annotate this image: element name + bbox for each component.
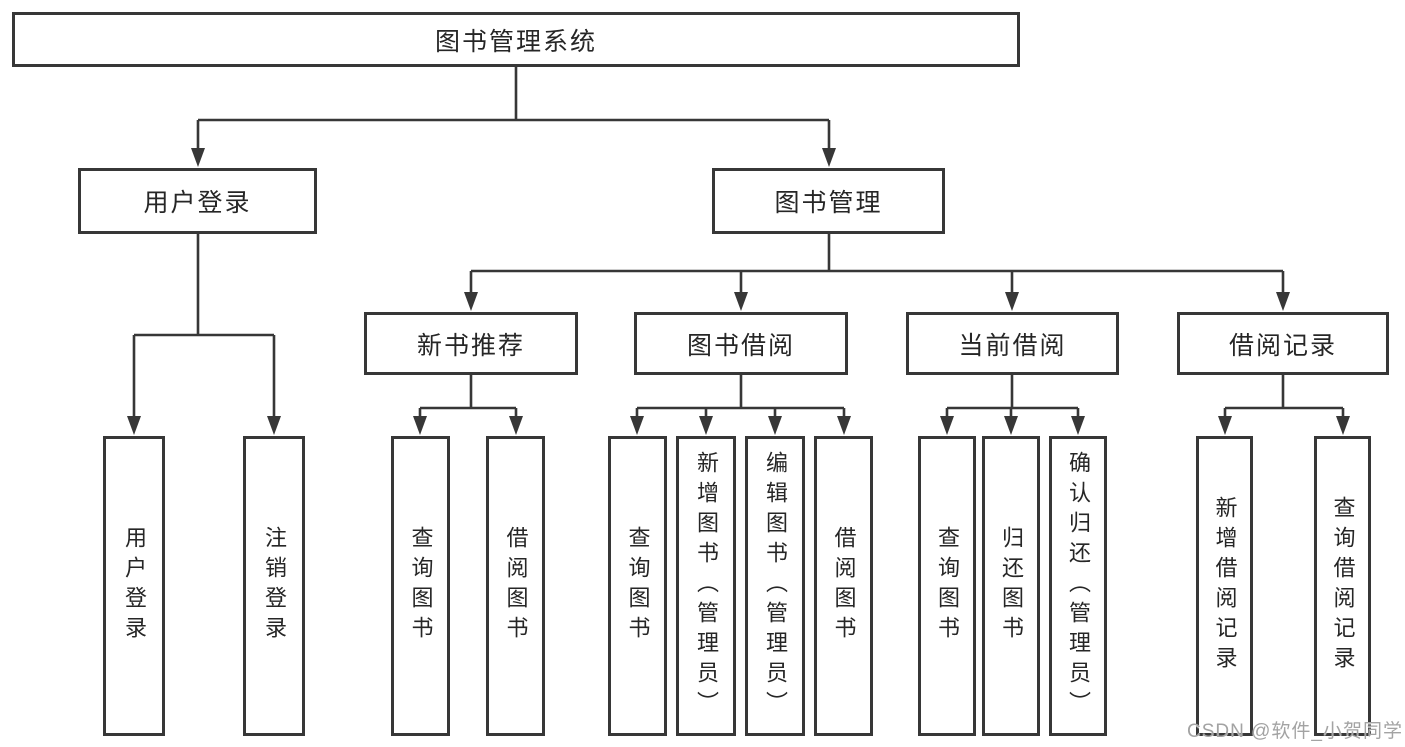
node-root-label: 图书管理系统 bbox=[434, 27, 597, 56]
leaf-borrow-query-books-label: 查询图书 bbox=[625, 526, 651, 646]
node-current-borrow: 当前借阅 bbox=[906, 312, 1119, 375]
node-book-borrow-label: 图书借阅 bbox=[686, 331, 795, 360]
leaf-records-query-record-label: 查询借阅记录 bbox=[1330, 496, 1356, 676]
leaf-current-query-books-label: 查询图书 bbox=[935, 526, 960, 646]
leaf-newbook-query-books-label: 查询图书 bbox=[408, 526, 434, 646]
leaf-records-add-record-label: 新增借阅记录 bbox=[1212, 496, 1238, 676]
leaf-borrow-borrow-books-label: 借阅图书 bbox=[831, 526, 857, 646]
leaf-records-add-record: 新增借阅记录 bbox=[1196, 436, 1253, 736]
leaf-current-query-books: 查询图书 bbox=[918, 436, 976, 736]
leaf-current-return-books: 归还图书 bbox=[982, 436, 1040, 736]
connector-book-borrow bbox=[630, 375, 851, 435]
leaf-records-query-record: 查询借阅记录 bbox=[1314, 436, 1371, 736]
node-book-management: 图书管理 bbox=[712, 168, 945, 234]
node-borrow-records-label: 借阅记录 bbox=[1228, 331, 1337, 360]
node-new-book-recommend-label: 新书推荐 bbox=[416, 331, 525, 360]
node-root: 图书管理系统 bbox=[12, 12, 1020, 67]
connector-borrow-records bbox=[1218, 375, 1350, 435]
connector-book-management bbox=[464, 234, 1290, 311]
node-new-book-recommend: 新书推荐 bbox=[364, 312, 578, 375]
leaf-logout: 注销登录 bbox=[243, 436, 305, 736]
node-borrow-records: 借阅记录 bbox=[1177, 312, 1389, 375]
connector-user-login bbox=[127, 234, 281, 435]
leaf-newbook-borrow-books-label: 借阅图书 bbox=[503, 526, 529, 646]
leaf-current-confirm-return-admin-label: 确认归还（管理员） bbox=[1066, 451, 1091, 721]
leaf-borrow-edit-books-admin-label: 编辑图书（管理员） bbox=[763, 451, 788, 721]
connector-root bbox=[191, 67, 836, 167]
node-book-management-label: 图书管理 bbox=[774, 189, 883, 217]
node-current-borrow-label: 当前借阅 bbox=[958, 331, 1067, 360]
connector-new-book bbox=[413, 375, 523, 435]
leaf-newbook-borrow-books: 借阅图书 bbox=[486, 436, 545, 736]
leaf-borrow-borrow-books: 借阅图书 bbox=[814, 436, 873, 736]
leaf-borrow-query-books: 查询图书 bbox=[608, 436, 667, 736]
leaf-borrow-add-books-admin-label: 新增图书（管理员） bbox=[694, 451, 719, 721]
node-user-login: 用户登录 bbox=[78, 168, 317, 234]
leaf-user-login: 用户登录 bbox=[103, 436, 165, 736]
leaf-current-return-books-label: 归还图书 bbox=[999, 526, 1024, 646]
connector-current-borrow bbox=[940, 375, 1085, 435]
node-book-borrow: 图书借阅 bbox=[634, 312, 848, 375]
leaf-user-login-label: 用户登录 bbox=[122, 526, 147, 646]
node-user-login-label: 用户登录 bbox=[143, 189, 252, 217]
leaf-logout-label: 注销登录 bbox=[262, 526, 287, 646]
leaf-borrow-add-books-admin: 新增图书（管理员） bbox=[676, 436, 736, 736]
leaf-current-confirm-return-admin: 确认归还（管理员） bbox=[1049, 436, 1107, 736]
watermark: CSDN @软件_小贺同学 bbox=[1187, 721, 1403, 742]
leaf-newbook-query-books: 查询图书 bbox=[391, 436, 450, 736]
leaf-borrow-edit-books-admin: 编辑图书（管理员） bbox=[745, 436, 805, 736]
